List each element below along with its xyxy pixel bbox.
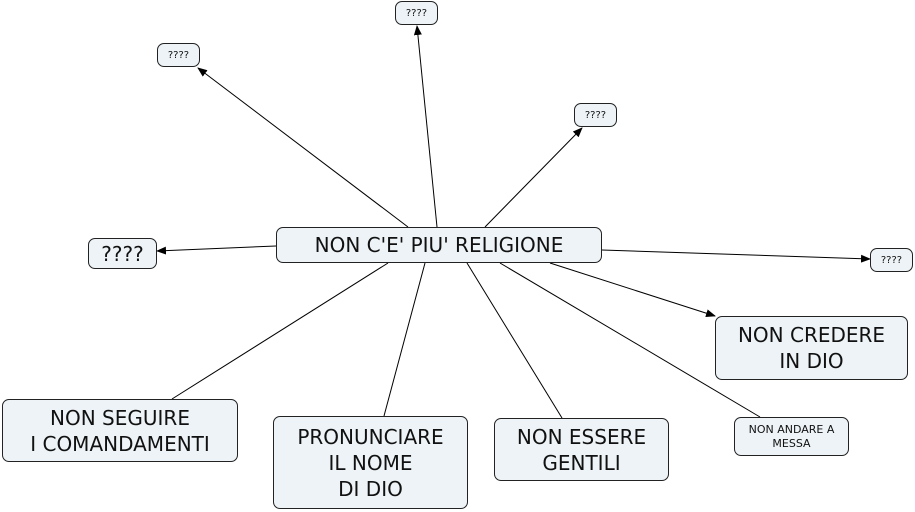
node-non-essere-gentili[interactable]: NON ESSERE GENTILI — [494, 418, 669, 481]
link-q-left — [156, 245, 277, 255]
link-pronunciare — [383, 262, 426, 417]
central-node[interactable]: NON C'E' PIU' RELIGIONE — [276, 227, 602, 263]
link-q-top — [413, 25, 438, 228]
node-q-top[interactable]: ???? — [395, 1, 438, 25]
node-non-credere[interactable]: NON CREDERE IN DIO — [715, 316, 908, 380]
node-non-seguire[interactable]: NON SEGUIRE I COMANDAMENTI — [2, 399, 238, 462]
link-seguire — [171, 262, 389, 400]
node-q-top-left[interactable]: ???? — [157, 43, 200, 67]
link-gentili — [466, 262, 563, 419]
node-q-top-right[interactable]: ???? — [574, 103, 617, 127]
node-pronunciare[interactable]: PRONUNCIARE IL NOME DI DIO — [273, 416, 468, 509]
node-q-right[interactable]: ???? — [870, 248, 913, 272]
link-q-right — [601, 249, 871, 263]
node-non-andare-messa[interactable]: NON ANDARE A MESSA — [734, 417, 849, 456]
node-q-left[interactable]: ???? — [88, 238, 157, 269]
link-q-top-right — [484, 127, 583, 228]
link-credere — [549, 262, 716, 318]
link-messa — [499, 262, 761, 418]
link-q-top-left — [197, 67, 409, 228]
